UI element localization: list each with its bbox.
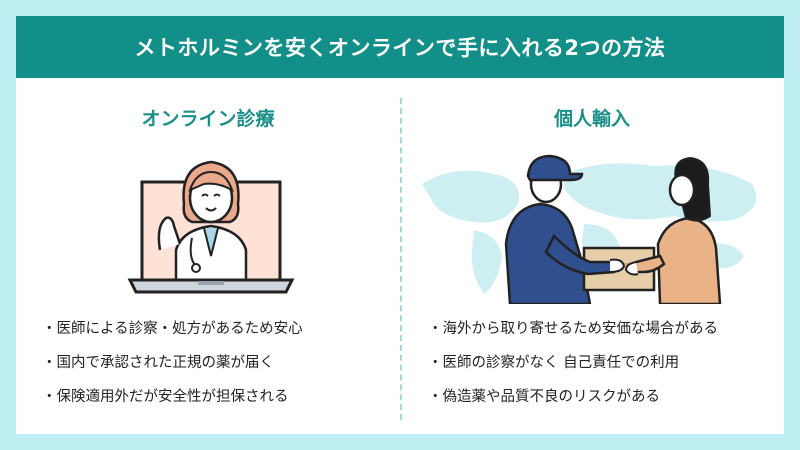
content-card: メトホルミンを安くオンラインで手に入れる2つの方法 オンライン診療 ・医師による…: [16, 16, 784, 434]
courier-delivering-package-icon: [422, 154, 757, 304]
list-item: ・保険適用外だが安全性が担保される: [42, 389, 289, 405]
column-divider: [400, 98, 402, 420]
page-title: メトホルミンを安くオンラインで手に入れる2つの方法: [134, 36, 666, 60]
list-item: ・偽造薬や品質不良のリスクがある: [428, 389, 660, 405]
list-item: ・医師の診察がなく 自己責任での利用: [428, 355, 680, 371]
title-banner: メトホルミンを安くオンラインで手に入れる2つの方法: [16, 16, 784, 78]
list-item: ・国内で承認された正規の薬が届く: [42, 355, 274, 371]
personal-import-heading: 個人輸入: [553, 108, 630, 130]
laptop-with-doctor-icon: [127, 160, 295, 294]
list-item: ・医師による診察・処方があるため安心: [42, 321, 303, 337]
personal-import-points: ・海外から取り寄せるため安価な場合がある ・医師の診察がなく 自己責任での利用 …: [428, 312, 718, 414]
online-consultation-heading: オンライン診療: [141, 108, 275, 130]
online-consultation-points: ・医師による診察・処方があるため安心 ・国内で承認された正規の薬が届く ・保険適…: [42, 312, 303, 414]
list-item: ・海外から取り寄せるため安価な場合がある: [428, 321, 718, 337]
